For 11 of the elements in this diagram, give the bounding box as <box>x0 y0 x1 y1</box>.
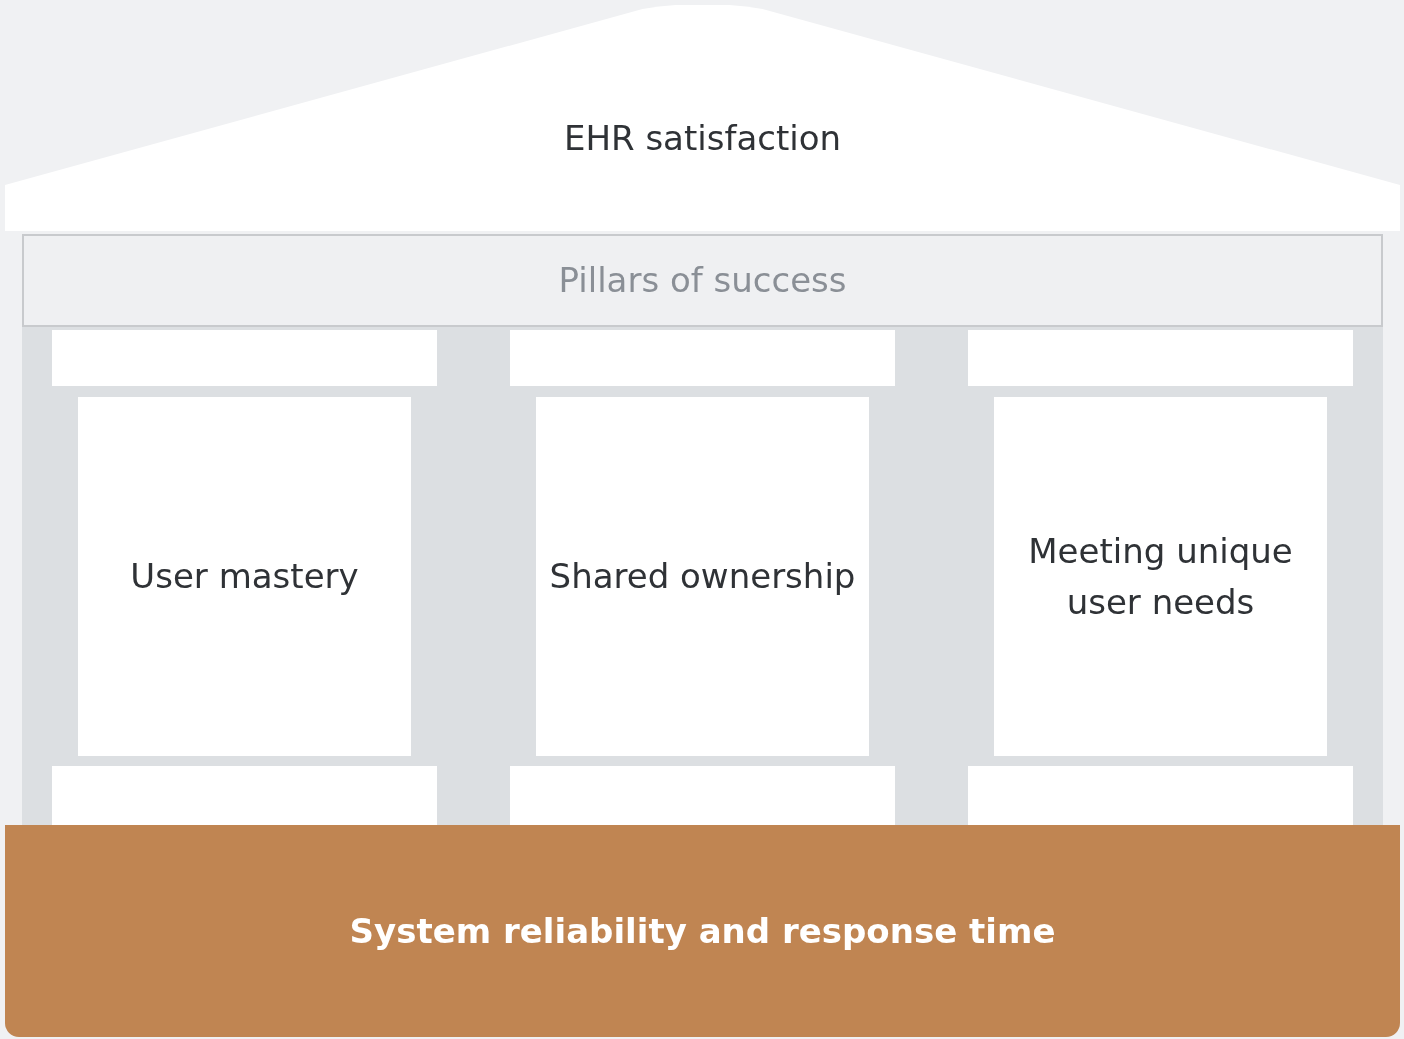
pillar-label: User mastery <box>130 555 359 598</box>
roof-label: EHR satisfaction <box>563 116 842 160</box>
header-band <box>22 234 1383 327</box>
foundation-block <box>5 825 1400 1037</box>
pillar-shaft <box>536 397 869 756</box>
pillar-shaft <box>78 397 411 756</box>
foundation-label: System reliability and response time <box>349 909 1056 953</box>
pillar-label: Shared ownership <box>549 555 856 598</box>
pillar-label: Meeting unique user needs <box>1027 529 1294 624</box>
pillar-shaft <box>994 397 1327 756</box>
band-label: Pillars of success <box>558 259 847 302</box>
